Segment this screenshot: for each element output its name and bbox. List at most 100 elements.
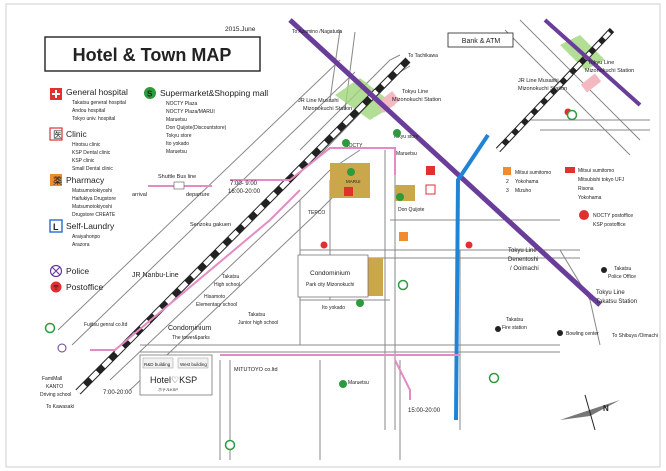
label-tokyu-takatsu: Tokyu Line	[596, 290, 625, 296]
label-to-kawasaki: To Kawasaki	[46, 404, 74, 410]
label-tokyu-mizo-inset: Tokyu Line	[588, 60, 614, 66]
bank-code: 2	[506, 179, 509, 185]
label-kanto: KANTO	[46, 384, 63, 390]
label-takatsu-police: Takatsu	[614, 266, 631, 272]
bus-stop-icon	[173, 181, 185, 190]
atm-icon	[565, 167, 575, 173]
label-condo-tower: Condominium	[168, 325, 211, 332]
fire-station-dot	[495, 326, 501, 332]
label-fujitsu: Fujitsu genral co.ltd	[84, 322, 128, 328]
label-jr-musashi: Mizonokuchi Station	[303, 106, 352, 112]
legend-laundry-title: Self-Laundry	[66, 221, 115, 231]
label-maruetsu-top: Maruetsu	[396, 151, 417, 157]
label-hisamoto: Hisamoto	[204, 294, 225, 300]
legend-supermarket-item: NOCTY Plaza	[166, 101, 198, 107]
legend-hospital-item: Takatsu general hospital	[72, 100, 126, 106]
label-jr-musashi-inset: Mizonokuchi Station	[518, 86, 567, 92]
legend-bus-departure: departure	[186, 192, 210, 198]
title-box	[44, 36, 261, 72]
convenience-store-icon	[566, 109, 578, 121]
bank-atm-panel: Bank & ATM Mitsui sumitomo 2 Yokohama 3 …	[447, 32, 633, 228]
legend-bus-arrival: arrival	[132, 192, 147, 198]
label-tokyu-denen: / Ooimachi	[510, 266, 539, 272]
bank-item: Yokohama	[515, 179, 539, 185]
bank-item: Mitsui sumitomo	[515, 170, 551, 176]
label-takatsu-high: Takatsu	[222, 274, 239, 280]
map-labels: To Azamino /Nagatuda To Tachikawa To Kaw…	[40, 29, 658, 414]
compass-n-label: N	[603, 404, 609, 413]
bowling-dot	[557, 330, 563, 336]
label-hotel-ksp: Hotel♡KSP	[150, 375, 197, 385]
label-bus-time: 16:00-20:00	[228, 189, 261, 195]
convenience-store-icon	[44, 322, 56, 334]
tokyu-denentoshi-line	[288, 18, 602, 307]
label-mitutoyo: MITUTOYO co.ltd	[234, 367, 278, 373]
legend-pharmacy-item: Matsumotokiyoshi	[72, 188, 112, 194]
label-jr-musashi: JR Line Musashi	[298, 98, 339, 104]
label-bus-time: 7:00-20:00	[103, 390, 132, 396]
label-to-tachikawa: To Tachikawa	[408, 53, 438, 59]
supermarket-icon	[393, 129, 401, 137]
legend-supermarket-item: Maruetsu	[166, 149, 187, 155]
label-tokyu-denen: Tokyu Line	[508, 248, 537, 254]
postoffice-icon	[320, 241, 328, 249]
supermarket-icon	[342, 139, 350, 147]
pharmacy-icon-glyph: 薬	[53, 175, 62, 186]
label-famimall: FamiMall	[42, 376, 62, 382]
label-tokyu-mizo-inset: Mizonokuchi Station	[585, 68, 634, 74]
legend-clinic-item: KSP Dental clinic	[72, 150, 111, 156]
laundry-icon-glyph: L	[53, 222, 59, 232]
compass-cross	[584, 394, 596, 431]
label-condo-park: Park city Mizonokuchi	[306, 282, 354, 288]
legend-supermarket-item: Tokyu store	[166, 133, 192, 139]
legend-police-title: Police	[66, 266, 89, 276]
ito-yokado-building	[367, 258, 383, 296]
map-date: 2015.June	[225, 26, 256, 33]
label-jr-nanbu: JR Nanbu-Line	[132, 272, 179, 279]
label-marui: MARUI	[346, 179, 361, 184]
legend-supermarket-item: Maruetsu	[166, 117, 187, 123]
label-tepco: TEPCO	[308, 210, 325, 216]
clinic-icon	[49, 127, 63, 141]
label-takatsu-fire: Takatsu	[506, 317, 523, 323]
atm-item: Yokohama	[578, 195, 602, 201]
label-takatsu-jr: Takatsu	[248, 312, 265, 318]
label-tokyu-store: Tokyu store	[393, 134, 419, 140]
legend-clinic-item: Small Dental clinic	[72, 166, 113, 172]
supermarket-icon	[347, 168, 355, 176]
label-maruetsu-bottom: Maruetsu	[348, 380, 369, 386]
condo-park-building	[297, 254, 369, 298]
legend-pharmacy-item: Drugstore CREATE	[72, 212, 116, 218]
label-bus-time: 7:00- 9:00	[230, 181, 258, 187]
postoffice-icon-glyph: 〒	[53, 285, 60, 292]
legend-pharmacy-item: Haifukiya Drugstore	[72, 196, 116, 202]
legend-pharmacy-item: Matsumotokiyoshi	[72, 204, 112, 210]
clinic-icon-glyph: 医	[53, 130, 62, 140]
legend-clinic-item: Hirotsu clinic	[72, 142, 101, 148]
label-hisamoto: Elementary school	[196, 302, 237, 308]
label-condo-park: Condominium	[310, 270, 350, 277]
pharmacy-icon	[50, 174, 62, 186]
label-don-quijote: Don Quijote	[398, 207, 425, 213]
legend-pharmacy-title: Pharmacy	[66, 175, 105, 185]
jr-line-inset	[495, 27, 615, 153]
legend-postoffice-title: Postoffice	[66, 282, 103, 292]
label-bowling: Bowling center	[566, 331, 599, 337]
postoffice-icon	[465, 241, 473, 249]
label-tokyu-takatsu: Takatsu Station	[596, 299, 637, 305]
legend: General hospital Takatsu general hospita…	[49, 87, 268, 293]
bank-item: Mizuho	[515, 188, 531, 194]
tokyu-oimachi-line	[454, 133, 490, 421]
west-building	[177, 357, 209, 369]
label-tokyu-mizo: Tokyu Line	[402, 89, 428, 95]
tokyu-denentoshi-line-inset	[543, 18, 642, 107]
label-jr-musashi-inset: JR Line Musashi	[518, 78, 559, 84]
supermarket-icon	[356, 299, 364, 307]
label-takatsu-jr: Junior high school	[238, 320, 278, 326]
legend-bus-title: Shuttle Bus line	[158, 174, 196, 180]
label-to-shibuya: To Shibuya /Oimachi	[612, 333, 658, 339]
label-senzoku: Senzoku gakuen	[190, 222, 231, 228]
police-icon-cross	[51, 266, 61, 276]
atm-item: Mitsubishi tokyo UFJ	[578, 177, 625, 183]
